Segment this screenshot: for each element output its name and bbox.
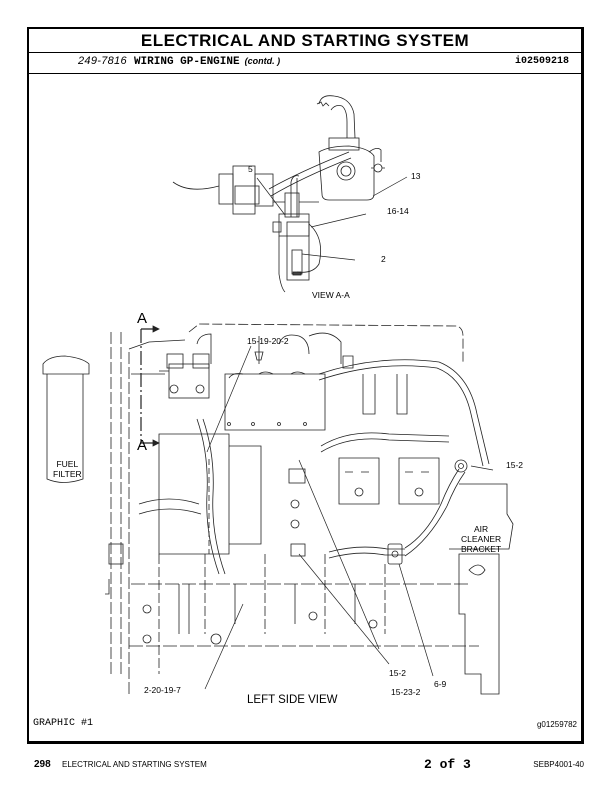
page-number: 298 <box>34 759 51 770</box>
callout-16-14: 16-14 <box>387 206 409 216</box>
left-side-view-caption: LEFT SIDE VIEW <box>247 694 338 706</box>
part-name: WIRING GP-ENGINE <box>133 56 240 68</box>
page-title: ELECTRICAL AND STARTING SYSTEM <box>140 31 470 50</box>
illustration-id: i02509218 <box>514 56 569 67</box>
page-frame: ELECTRICAL AND STARTING SYSTEM 249-7816 … <box>27 27 584 744</box>
part-heading: 249-7816 WIRING GP-ENGINE (contd. ) <box>78 55 280 68</box>
document-id: SEBP4001-40 <box>533 760 584 769</box>
footer-section: ELECTRICAL AND STARTING SYSTEM <box>62 760 207 769</box>
callout-2: 2 <box>381 254 386 264</box>
fuel-filter-label: FUEL FILTER <box>53 459 82 479</box>
air-cleaner-bracket-label: AIR CLEANER BRACKET <box>461 524 502 554</box>
callout-15-19-20-2: 15-19-20-2 <box>247 336 289 346</box>
callout-15-2-lower: 15-2 <box>389 668 407 678</box>
engine-wiring-drawing <box>42 95 514 695</box>
view-aa-drawing <box>172 95 408 293</box>
subtitle-bar: 249-7816 WIRING GP-ENGINE (contd. ) i025… <box>29 52 581 74</box>
callout-15-23-2: 15-23-2 <box>391 687 421 697</box>
callout-2-20-19-7: 2-20-19-7 <box>144 685 181 695</box>
section-marker-a-top: A <box>137 310 148 327</box>
callout-5: 5 <box>248 164 253 174</box>
graphic-id: g01259782 <box>536 720 577 729</box>
callout-13: 13 <box>411 171 421 181</box>
callout-15-2-right: 15-2 <box>506 460 524 470</box>
graphic-area: 5 13 16-14 2 VIEW A-A A A 15-19-20-2 15-… <box>29 74 581 741</box>
sheet-indicator: 2 of 3 <box>424 757 471 772</box>
callout-6-9: 6-9 <box>434 679 447 689</box>
left-side-view-drawing <box>42 323 514 695</box>
continued-note: (contd. ) <box>244 56 281 66</box>
graphic-number: GRAPHIC #1 <box>33 718 94 729</box>
view-aa-caption: VIEW A-A <box>312 290 350 300</box>
section-marker-a-bottom: A <box>137 437 148 454</box>
part-number: 249-7816 <box>78 55 127 67</box>
page-footer: 298 ELECTRICAL AND STARTING SYSTEM 2 of … <box>34 757 592 773</box>
title-bar: ELECTRICAL AND STARTING SYSTEM <box>29 29 581 53</box>
